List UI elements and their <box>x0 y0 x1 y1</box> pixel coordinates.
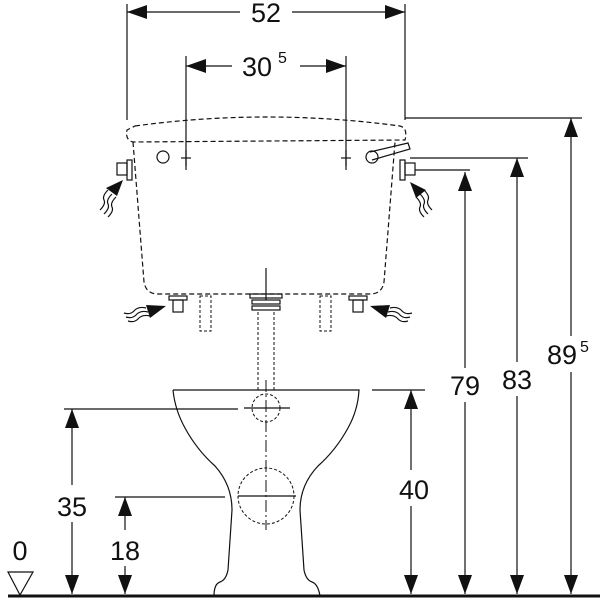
svg-text:79: 79 <box>450 371 480 401</box>
dimension-seat-height-35: 35 <box>57 408 238 594</box>
dimension-width-52: 52 <box>126 0 406 120</box>
svg-text:5: 5 <box>278 50 287 67</box>
svg-text:0: 0 <box>12 536 27 566</box>
svg-text:35: 35 <box>57 492 87 522</box>
svg-text:40: 40 <box>399 475 429 505</box>
flush-lever-icon <box>365 150 379 164</box>
width-label: 52 <box>251 0 281 28</box>
dimension-total-height-89-5: 89 5 <box>405 117 589 594</box>
floor-level-marker: 0 <box>7 536 35 597</box>
toilet-bowl <box>172 380 360 597</box>
water-inlet-arrows <box>99 180 433 323</box>
bracket-spacing-label: 30 <box>242 52 272 82</box>
svg-text:18: 18 <box>110 536 140 566</box>
svg-text:83: 83 <box>502 365 532 395</box>
dimension-rim-height-40: 40 <box>372 389 429 594</box>
dimension-inlet-height-83: 83 <box>410 157 532 594</box>
dimension-outlet-height-18: 18 <box>110 496 225 594</box>
dimension-inlet-height-79: 79 <box>450 172 480 594</box>
dimension-bracket-spacing: 30 5 <box>185 50 347 170</box>
cistern <box>116 116 470 392</box>
svg-text:89: 89 <box>547 340 577 370</box>
svg-text:5: 5 <box>580 339 589 356</box>
